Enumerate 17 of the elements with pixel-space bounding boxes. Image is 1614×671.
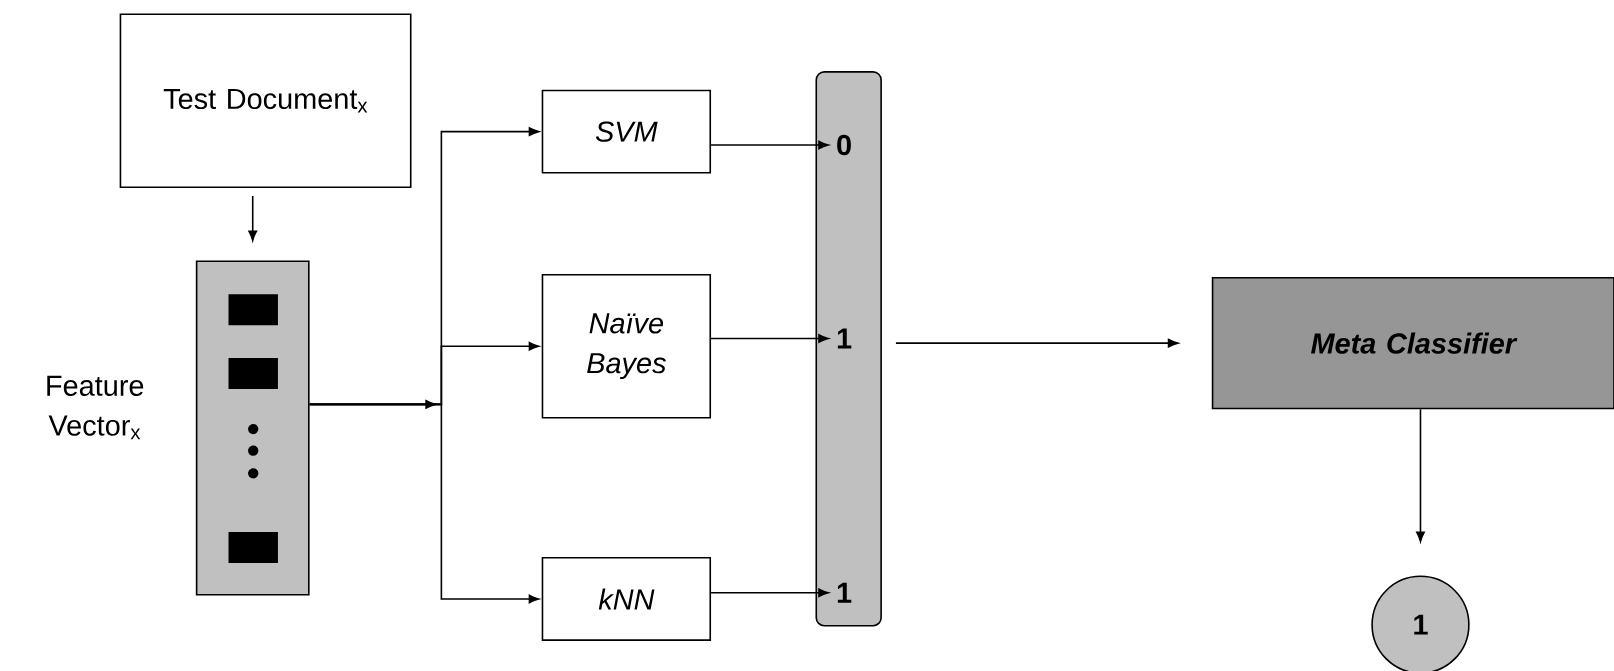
vote-value: 1 [837, 582, 852, 603]
classifier-box: kNN [541, 556, 712, 641]
arrow [248, 195, 258, 242]
arrow [895, 338, 1179, 348]
document-box: Test Document$_{x}$ [119, 13, 412, 188]
meta-classifier-box: Meta Classifier [1211, 276, 1614, 410]
arrow [710, 588, 829, 598]
node-caption: Feature Vector$_{x}$ [47, 375, 144, 440]
classifier-box: SVM [541, 89, 712, 174]
arrow [710, 140, 829, 150]
classifier-box: Naïve Bayes [541, 273, 712, 419]
vote-value: 0 [837, 134, 851, 156]
arrow [308, 127, 540, 604]
vote-value: 1 [837, 328, 852, 349]
vote-bar [815, 71, 882, 627]
arrow [710, 334, 829, 343]
arrow [1416, 408, 1425, 543]
